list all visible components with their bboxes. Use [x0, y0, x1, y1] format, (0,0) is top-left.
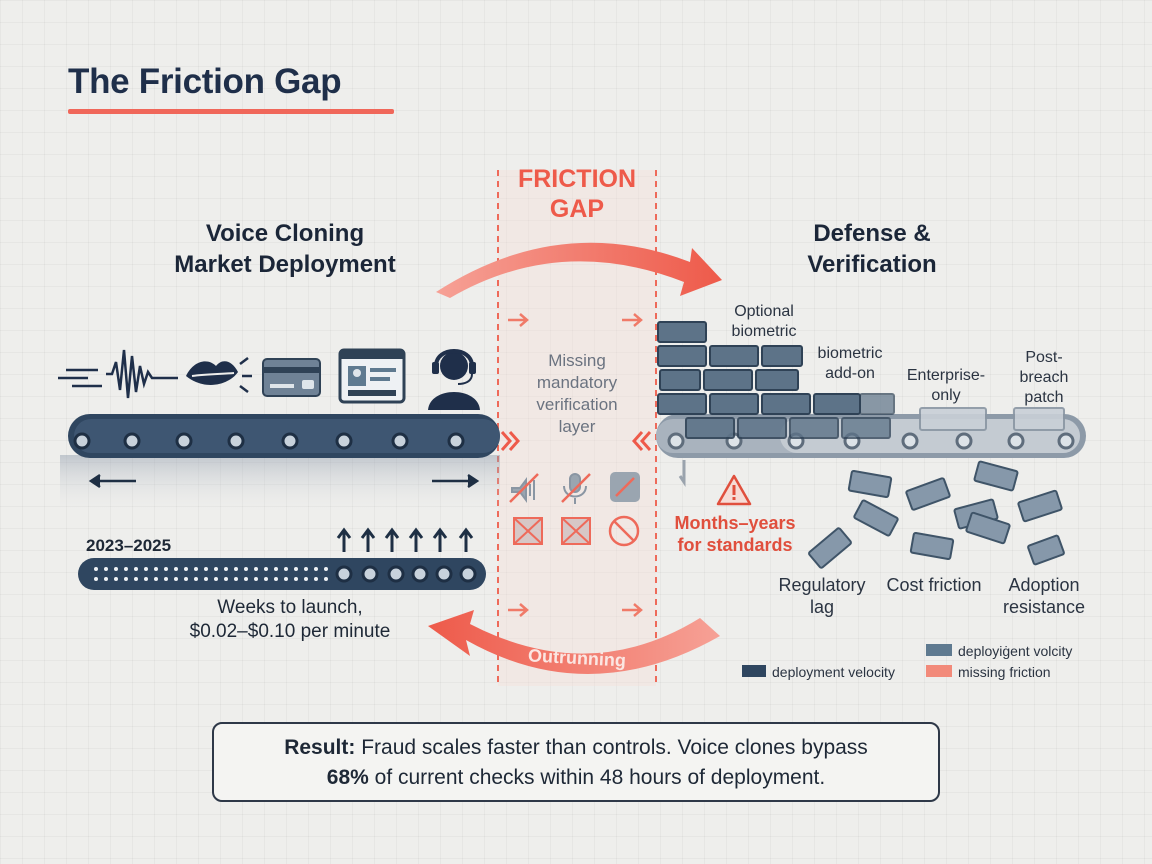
- right-heading: Defense & Verification: [772, 218, 972, 280]
- addon-line2: add-on: [825, 365, 875, 382]
- timeline-caption: Weeks to launch, $0.02–$0.10 per minute: [140, 596, 440, 644]
- friction-gap-label: FRICTION GAP: [498, 164, 656, 224]
- adoption-line2: resistance: [1002, 597, 1086, 617]
- missing-line1: Missing: [548, 351, 606, 370]
- optional-biometric-label: Optional biometric: [712, 302, 816, 342]
- result-line2: 68% of current checks within 48 hours of…: [214, 763, 938, 793]
- addon-line1: biometric: [817, 345, 883, 362]
- lips-icon: [186, 357, 252, 393]
- biometric-addon-label: biometric add-on: [800, 344, 900, 384]
- gap-small-arrows: [508, 313, 643, 617]
- result-text2: of current checks within 48 hours of dep…: [368, 766, 826, 789]
- missing-line4: layer: [558, 417, 596, 436]
- adoption-resistance-label: Adoption resistance: [992, 574, 1096, 618]
- page-title: The Friction Gap: [68, 62, 342, 101]
- postbreach-line1: Post-: [1025, 349, 1063, 366]
- warning-line1: Months–years: [674, 513, 796, 533]
- right-heading-line2: Verification: [807, 251, 937, 278]
- gap-label-line1: FRICTION: [517, 165, 637, 193]
- missing-line2: mandatory: [536, 373, 618, 392]
- voice-shield-icon: [610, 472, 640, 502]
- timeline-bar: [78, 527, 486, 590]
- post-breach-label: Post- breach patch: [1000, 348, 1088, 408]
- title-underline: [68, 109, 394, 114]
- result-bold: Result:: [284, 736, 356, 759]
- timeline-caption-line2: $0.02–$0.10 per minute: [189, 621, 391, 642]
- enterprise-only-label: Enterprise- only: [894, 366, 998, 406]
- missing-layer-label: Missing mandatory verification layer: [498, 350, 656, 438]
- optional-line2: biometric: [731, 323, 797, 340]
- enterprise-line2: only: [931, 387, 961, 404]
- left-conveyor: [60, 414, 521, 515]
- web-profile-icon: [338, 348, 406, 404]
- regulatory-lag-label: Regulatory lag: [766, 574, 878, 618]
- left-heading: Voice Cloning Market Deployment: [140, 218, 430, 280]
- gap-label-line2: GAP: [549, 195, 605, 223]
- postbreach-line3: patch: [1024, 389, 1064, 406]
- adoption-line1: Adoption: [1008, 575, 1080, 595]
- legend-item-2: deployment velocity: [772, 664, 895, 680]
- result-line1: Result: Fraud scales faster than control…: [214, 733, 938, 763]
- headset-agent-icon: [428, 349, 480, 410]
- left-heading-line1: Voice Cloning: [205, 220, 365, 247]
- result-pct: 68%: [326, 766, 369, 789]
- outrunning-arrow: [428, 610, 720, 675]
- right-heading-line1: Defense &: [813, 220, 931, 247]
- muted-voice-icon: [509, 473, 539, 503]
- gap-crossed-icons: [509, 472, 640, 547]
- regulatory-line2: lag: [809, 597, 835, 617]
- muted-mic-icon: [561, 473, 591, 504]
- postbreach-line2: breach: [1019, 369, 1069, 386]
- regulatory-line1: Regulatory: [778, 575, 866, 595]
- prohibited-icon: [608, 515, 640, 547]
- warning-icon: [716, 474, 752, 506]
- standards-warning: Months–years for standards: [660, 512, 810, 556]
- timeline-caption-line1: Weeks to launch,: [217, 597, 363, 618]
- scattered-bricks: [808, 460, 1065, 569]
- enterprise-line1: Enterprise-: [906, 367, 986, 384]
- warning-line2: for standards: [677, 535, 793, 555]
- optional-line1: Optional: [734, 303, 794, 320]
- legend-item-1: deployiġent volcity: [958, 643, 1073, 659]
- cost-friction-label: Cost friction: [886, 575, 982, 595]
- timeline-years: 2023–2025: [86, 536, 172, 555]
- top-flow-arrow: [436, 242, 722, 298]
- result-text1: Fraud scales faster than controls. Voice…: [355, 736, 868, 759]
- legend-swatches: [742, 644, 952, 677]
- brick-wall: [657, 321, 1065, 439]
- left-heading-line2: Market Deployment: [174, 251, 396, 278]
- credit-card-icon: [262, 358, 321, 397]
- sound-wave-icon: [58, 349, 178, 399]
- result-box: Result: Fraud scales faster than control…: [212, 722, 940, 802]
- missing-line3: verification: [536, 395, 618, 414]
- crossed-box-icon: [513, 517, 591, 545]
- legend-item-3: missing friction: [958, 664, 1051, 680]
